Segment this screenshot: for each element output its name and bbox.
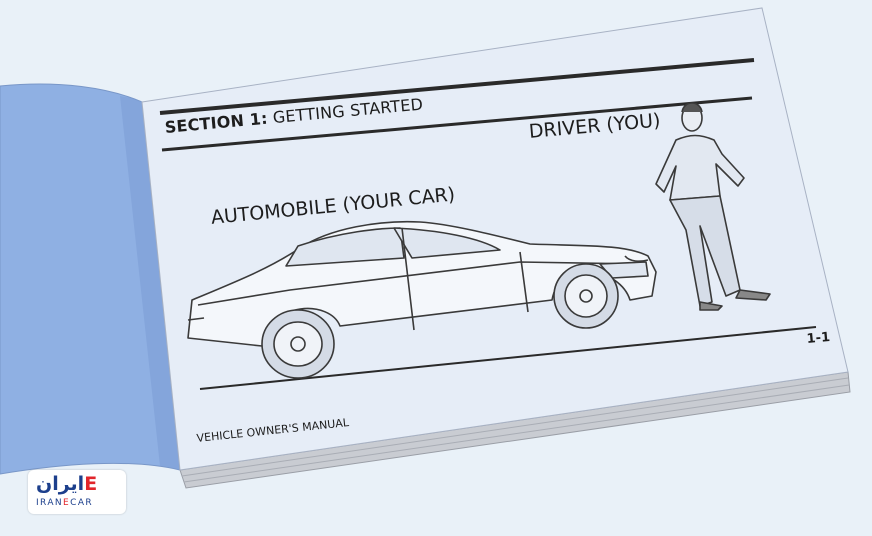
logo-mark: ایرانE: [36, 473, 99, 495]
logo-wordmark: IRANECAR: [36, 498, 94, 508]
driver-figure: [655, 102, 771, 311]
left-page-fold-shadow: [120, 96, 180, 470]
car-drawing: [187, 220, 657, 379]
iranecar-logo: ایرانE IRANECAR: [28, 470, 126, 514]
